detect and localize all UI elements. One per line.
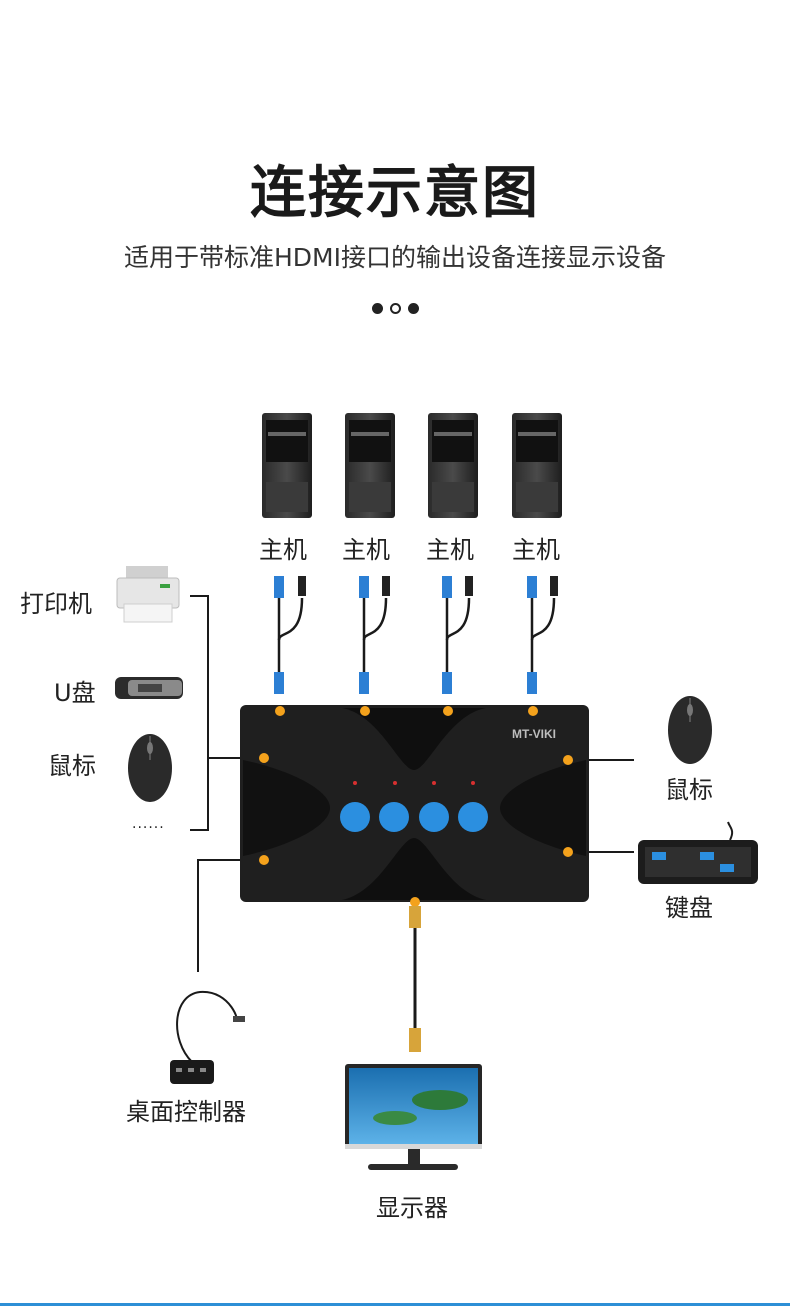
monitor-icon xyxy=(345,1064,482,1170)
keyboard-label: 键盘 xyxy=(665,894,713,922)
dot-outline-icon xyxy=(390,303,401,314)
host-tower-4 xyxy=(512,413,562,518)
host-label-2: 主机 xyxy=(342,536,390,564)
kvm-cables xyxy=(277,597,556,680)
decorative-dots xyxy=(372,302,420,316)
port-button-3[interactable] xyxy=(419,802,449,832)
port-button-1[interactable] xyxy=(340,802,370,832)
kvm-connectors xyxy=(274,576,558,694)
printer-icon xyxy=(116,566,180,623)
hdmi-cable xyxy=(409,906,421,1052)
page-title: 连接示意图 xyxy=(250,161,540,226)
port-button-2[interactable] xyxy=(379,802,409,832)
monitor-label: 显示器 xyxy=(376,1194,448,1222)
bottom-accent-bar xyxy=(0,1303,790,1306)
right-mouse-label: 鼠标 xyxy=(665,776,713,804)
page-subtitle: 适用于带标准HDMI接口的输出设备连接显示设备 xyxy=(124,243,666,272)
switch-brand-label: MT-VIKI xyxy=(512,727,556,741)
host-label-4: 主机 xyxy=(512,536,560,564)
host-tower-1 xyxy=(262,413,312,518)
printer-label: 打印机 xyxy=(20,590,92,618)
usb-drive-label: U盘 xyxy=(54,679,96,707)
host-label-3: 主机 xyxy=(426,536,474,564)
port-indicators xyxy=(259,706,573,907)
right-mouse-icon xyxy=(668,696,712,764)
dot-filled-icon xyxy=(408,303,419,314)
controller-label: 桌面控制器 xyxy=(126,1098,246,1126)
host-label-1: 主机 xyxy=(259,536,307,564)
port-button-4[interactable] xyxy=(458,802,488,832)
left-mouse-label: 鼠标 xyxy=(48,752,96,780)
keyboard-icon xyxy=(638,821,758,884)
dot-filled-icon xyxy=(372,303,383,314)
host-tower-2 xyxy=(345,413,395,518)
more-devices-ellipsis: ...... xyxy=(132,816,165,832)
usb-drive-icon xyxy=(115,677,183,699)
desktop-controller-icon xyxy=(170,990,245,1084)
left-mouse-icon xyxy=(128,734,172,802)
kvm-switch xyxy=(240,705,589,902)
host-tower-3 xyxy=(428,413,478,518)
